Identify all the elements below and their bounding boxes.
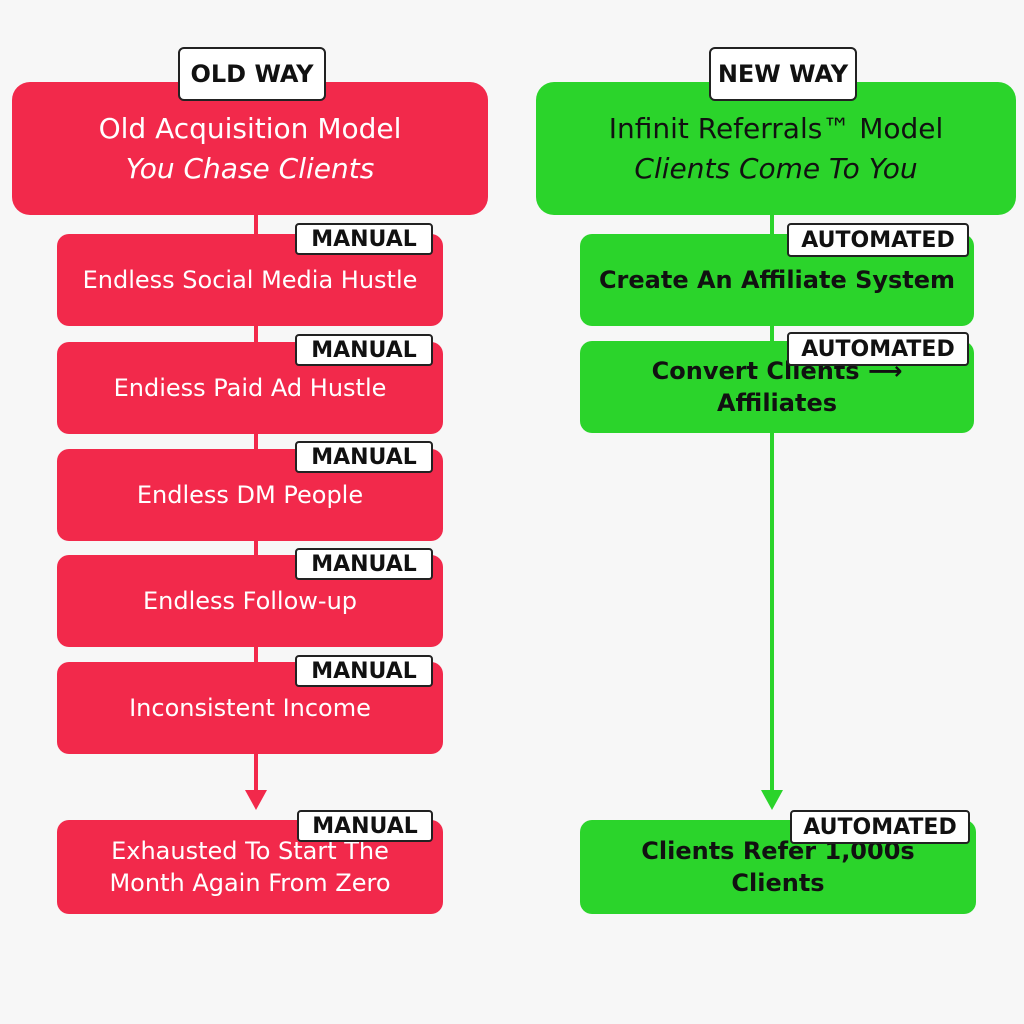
- old-step-3-badge: MANUAL: [295, 441, 433, 473]
- old-way-title: Old Acquisition Model: [98, 111, 402, 145]
- new-step-3-badge: AUTOMATED: [790, 810, 970, 844]
- new-step-2-badge: AUTOMATED: [787, 332, 969, 366]
- new-way-connector-line: [770, 210, 774, 790]
- new-way-column: Infinit Referrals™ Model Clients Come To…: [512, 0, 1024, 1024]
- new-way-subtitle: Clients Come To You: [634, 151, 918, 185]
- old-way-header: Old Acquisition Model You Chase Clients: [12, 82, 488, 215]
- new-way-arrowhead: [761, 790, 783, 810]
- old-step-5-badge: MANUAL: [295, 655, 433, 687]
- new-way-header: Infinit Referrals™ Model Clients Come To…: [536, 82, 1016, 215]
- new-step-1-badge: AUTOMATED: [787, 223, 969, 257]
- old-step-4-badge: MANUAL: [295, 548, 433, 580]
- old-way-column: Old Acquisition Model You Chase Clients …: [12, 47, 488, 914]
- new-way-tag: NEW WAY: [709, 47, 857, 101]
- old-step-1-badge: MANUAL: [295, 223, 433, 255]
- new-way-title: Infinit Referrals™ Model: [608, 111, 944, 145]
- old-way-tag: OLD WAY: [178, 47, 326, 101]
- old-step-2-badge: MANUAL: [295, 334, 433, 366]
- old-way-subtitle: You Chase Clients: [125, 151, 375, 185]
- old-step-6-badge: MANUAL: [297, 810, 433, 842]
- old-way-arrowhead: [245, 790, 267, 810]
